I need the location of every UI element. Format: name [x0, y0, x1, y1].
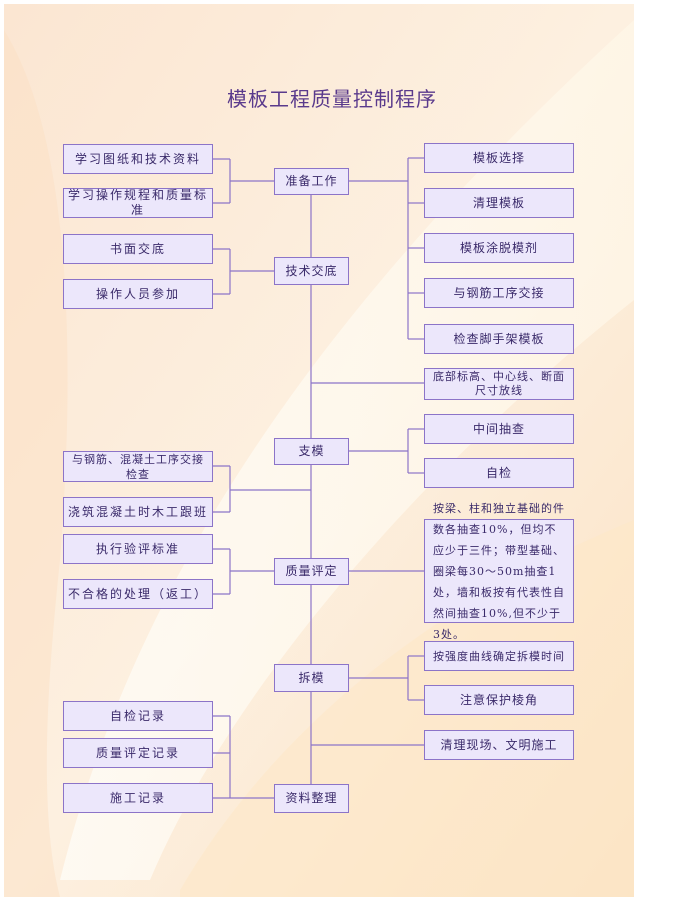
- left-item-operators-attend: 操作人员参加: [63, 279, 213, 309]
- left-item-handover-check: 与钢筋、混凝土工序交接检查: [63, 451, 213, 482]
- right-item-setting-out: 底部标高、中心线、断面尺寸放线: [424, 368, 574, 400]
- right-item-rebar-handover: 与钢筋工序交接: [424, 278, 574, 308]
- left-item-rework: 不合格的处理（返工）: [63, 579, 213, 609]
- main-step-formwork-erection: 支模: [274, 438, 349, 465]
- right-item-sampling-rule: 按梁、柱和独立基础的件数各抽查10%，但均不应少于三件；带型基础、圈梁每30～5…: [424, 502, 574, 641]
- main-step-preparation: 准备工作: [274, 168, 349, 195]
- left-item-construction-record: 施工记录: [63, 783, 213, 813]
- diagram-title: 模板工程质量控制程序: [227, 87, 437, 111]
- left-item-carpenter-on-duty: 浇筑混凝土时木工跟班: [63, 497, 213, 527]
- left-item-study-drawings: 学习图纸和技术资料: [63, 144, 213, 174]
- right-item-spot-check: 中间抽查: [424, 414, 574, 444]
- main-step-quality-assessment: 质量评定: [274, 558, 349, 585]
- main-step-document-archiving: 资料整理: [274, 784, 349, 813]
- right-item-clean-formwork: 清理模板: [424, 188, 574, 218]
- right-item-removal-timing: 按强度曲线确定拆模时间: [424, 641, 574, 671]
- left-item-study-regulations: 学习操作规程和质量标准: [63, 188, 213, 218]
- main-step-technical-briefing: 技术交底: [274, 257, 349, 285]
- right-item-protect-edges: 注意保护棱角: [424, 685, 574, 715]
- left-item-quality-record: 质量评定记录: [63, 738, 213, 768]
- right-item-self-check: 自检: [424, 458, 574, 488]
- right-item-release-agent: 模板涂脱模剂: [424, 233, 574, 263]
- main-step-formwork-removal: 拆模: [274, 664, 349, 692]
- left-item-self-check-record: 自检记录: [63, 701, 213, 731]
- left-item-apply-standards: 执行验评标准: [63, 534, 213, 564]
- left-item-written-briefing: 书面交底: [63, 234, 213, 264]
- right-item-scaffold-check: 检查脚手架模板: [424, 324, 574, 354]
- right-item-clean-site: 清理现场、文明施工: [424, 730, 574, 760]
- right-item-formwork-selection: 模板选择: [424, 143, 574, 173]
